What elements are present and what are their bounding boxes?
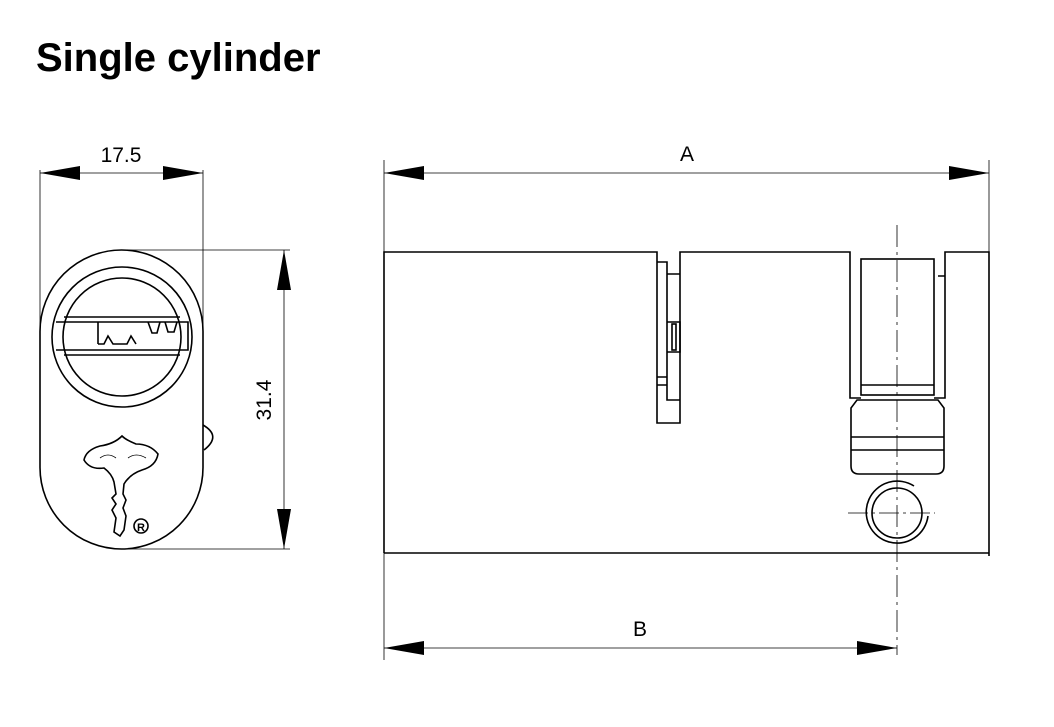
keyway [56, 316, 189, 356]
height-dimension-label: 31.4 [253, 379, 276, 420]
registered-mark-icon [133, 518, 149, 534]
cylinder-profile-outline [39, 249, 204, 550]
key-logo-icon: R [83, 434, 159, 538]
cam-nub [202, 424, 214, 451]
screw-hole [848, 480, 935, 544]
cam [849, 258, 946, 475]
plug-outer-ring [51, 266, 193, 408]
width-dimension-label: 17.5 [101, 144, 142, 167]
page-title: Single cylinder [36, 36, 321, 80]
side-view: A B [383, 143, 990, 660]
svg-text:R: R [137, 522, 145, 534]
length-b-label: B [633, 618, 647, 641]
cylinder-body [383, 251, 990, 556]
length-a-label: A [680, 143, 694, 166]
plug-inner-ring [62, 277, 182, 397]
slot-mechanism [657, 261, 681, 401]
front-view: R 17.5 31.4 [39, 144, 291, 550]
